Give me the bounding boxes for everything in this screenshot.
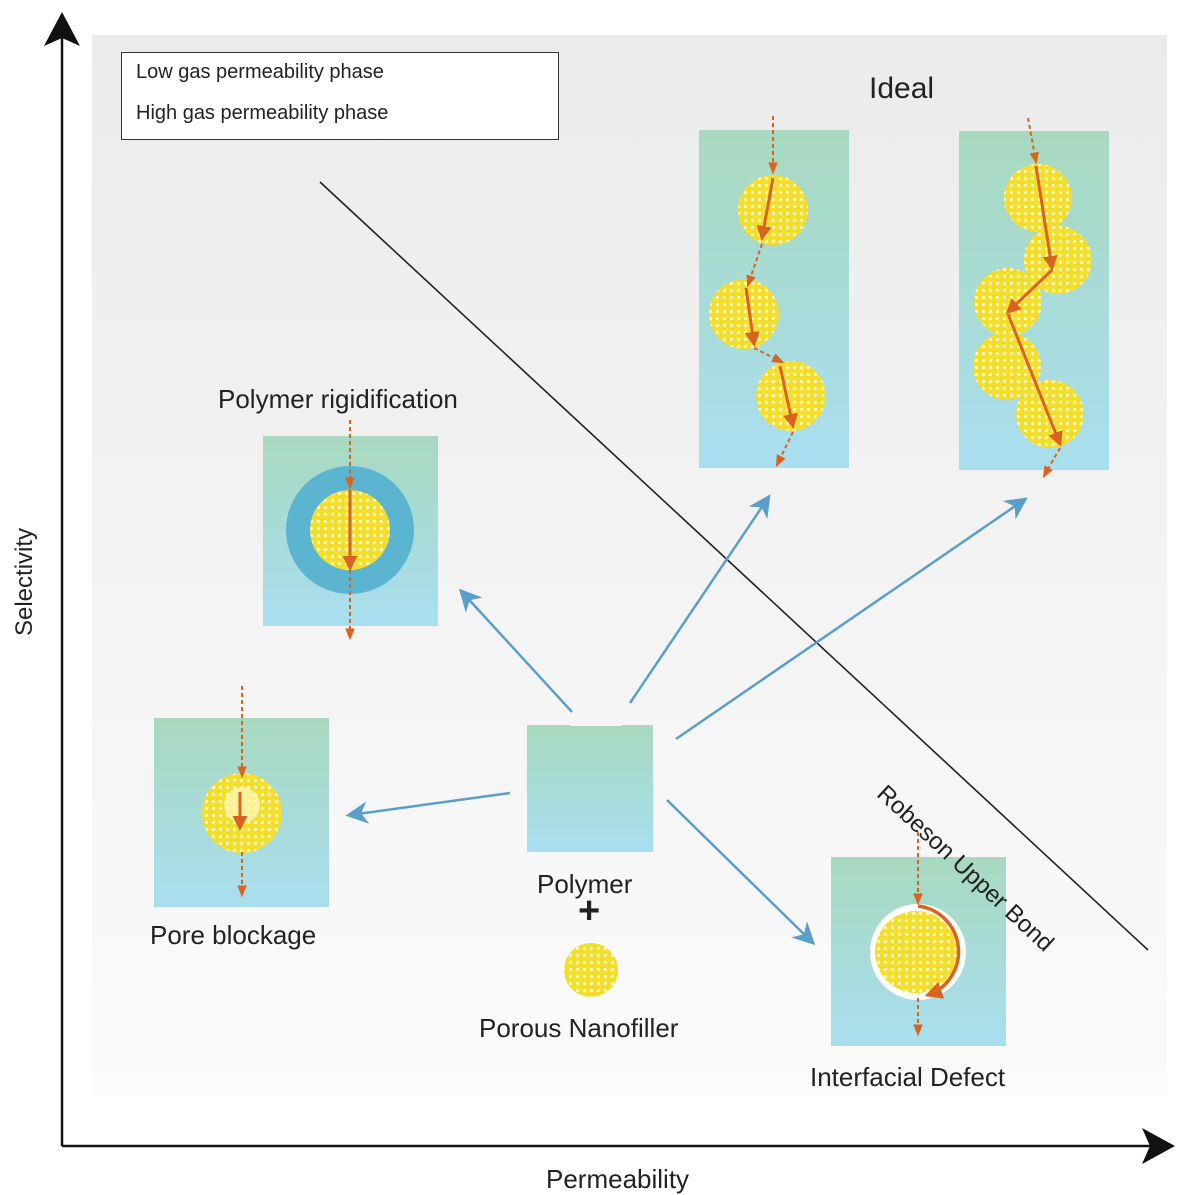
arrow-to-ideal-1 <box>628 494 771 704</box>
arrow-to-interfacial-defect <box>666 799 816 946</box>
x-axis-arrowhead <box>1142 1128 1175 1164</box>
x-axis-label: Permeability <box>546 1164 690 1194</box>
legend-high-label: High gas permeability phase <box>136 102 389 124</box>
arrow-to-pore-blockage <box>345 791 511 824</box>
center-polymer-block <box>527 718 653 852</box>
ideal-panel-1 <box>699 116 849 468</box>
pore-blockage-panel <box>154 686 329 907</box>
rigidification-label: Polymer rigidification <box>218 384 458 414</box>
legend <box>121 52 559 140</box>
polymer-label: Polymer <box>537 869 633 899</box>
plus-sign: + <box>578 890 601 932</box>
pore-blockage-label: Pore blockage <box>150 920 317 950</box>
robeson-line <box>319 181 1149 951</box>
arrow-to-ideal-2 <box>675 497 1028 741</box>
ideal-label: Ideal <box>869 72 935 105</box>
ideal-panel-2 <box>959 117 1109 479</box>
legend-low-label: Low gas permeability phase <box>136 61 384 83</box>
y-axis-arrowhead <box>44 12 80 46</box>
rigidification-panel <box>263 420 438 641</box>
nanofiller-label: Porous Nanofiller <box>479 1013 679 1043</box>
interfacial-defect-label: Interfacial Defect <box>810 1062 1006 1092</box>
nanofiller-particle <box>564 943 618 997</box>
y-axis-label: Selectivity <box>11 527 38 636</box>
arrow-to-rigidification <box>458 588 573 713</box>
interfacial-defect-panel <box>831 832 1006 1046</box>
